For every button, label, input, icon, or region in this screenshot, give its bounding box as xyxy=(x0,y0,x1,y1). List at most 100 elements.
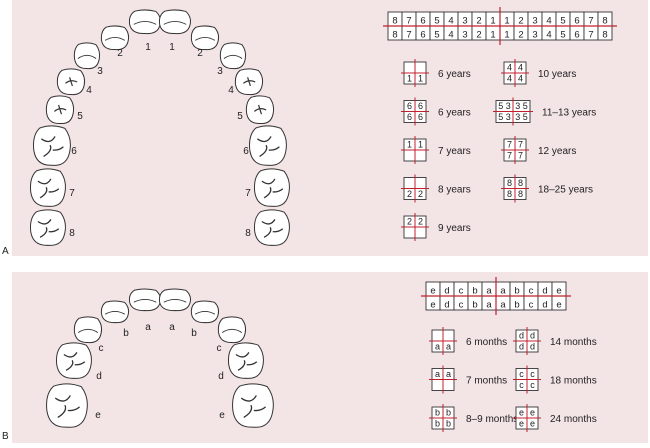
permanent-grid-label: 1 xyxy=(504,30,509,41)
permanent-right-tooth-3-label: 3 xyxy=(217,66,223,77)
permanent-right-tooth-6-fissure xyxy=(256,136,280,157)
permanent-grid-label: 8 xyxy=(602,16,607,27)
primary-col1-stage-cell-label: a xyxy=(435,369,440,379)
permanent-right-tooth-5-fissure xyxy=(254,104,267,115)
primary-grid-label: a xyxy=(486,286,492,297)
primary-left-tooth-2-label: b xyxy=(123,328,129,339)
primary-right-tooth-5-label: e xyxy=(219,410,225,421)
primary-grid-label: a xyxy=(500,300,506,311)
permanent-left-tooth-2-label: 2 xyxy=(117,48,123,59)
primary-left-tooth-4-label: d xyxy=(96,371,102,382)
permanent-col1-stage-cell xyxy=(414,226,427,239)
primary-grid-label: d xyxy=(542,300,547,311)
permanent-col2-stage-cell-label: 4 xyxy=(518,74,523,84)
permanent-grid-label: 5 xyxy=(434,16,439,27)
permanent-right-tooth-3-edge xyxy=(223,54,243,59)
panel-b-label: B xyxy=(2,431,9,442)
primary-col2-stage-cell-label: d xyxy=(519,342,524,352)
primary-right-tooth-4-label: d xyxy=(218,371,224,382)
permanent-col1-stage-cell-label: 6 xyxy=(407,101,412,111)
primary-left-tooth-4 xyxy=(55,342,92,379)
permanent-col2-stage-age: 10 years xyxy=(538,69,576,80)
primary-col2-stage-cell-label: e xyxy=(519,408,524,418)
permanent-right-tooth-1-label: 1 xyxy=(169,42,175,53)
primary-col2-stage-cell-label: d xyxy=(519,331,524,341)
permanent-grid-label: 7 xyxy=(588,30,593,41)
permanent-col1-stage-cell xyxy=(403,61,416,74)
permanent-grid-label: 2 xyxy=(518,16,523,27)
permanent-col1-stage-cell xyxy=(414,177,427,189)
permanent-left-tooth-6-label: 6 xyxy=(71,146,77,157)
permanent-col2-stage-cell-label: 7 xyxy=(518,151,523,161)
permanent-col2-stage-cell-label: 8 xyxy=(518,178,523,188)
primary-grid-label: b xyxy=(514,300,519,311)
permanent-col2-stage-age: 12 years xyxy=(538,146,576,157)
permanent-left-tooth-6-fissure xyxy=(40,136,64,157)
permanent-left-tooth-3-edge xyxy=(77,54,97,59)
permanent-grid-label: 4 xyxy=(448,30,453,41)
permanent-right-tooth-4-fissure xyxy=(243,77,256,87)
permanent-grid-label: 2 xyxy=(476,16,481,27)
primary-col2-stage-age: 18 months xyxy=(550,376,597,387)
primary-col1-stage-cell-label: a xyxy=(435,342,440,352)
primary-col2-stage-cell-label: d xyxy=(530,342,535,352)
permanent-col1-stage-cell xyxy=(403,177,416,189)
primary-left-tooth-3-edge xyxy=(77,328,99,333)
permanent-col1-stage-age: 6 years xyxy=(438,108,471,119)
permanent-col1-stage-cell-label: 6 xyxy=(418,101,423,111)
permanent-left-tooth-3-label: 3 xyxy=(97,66,103,77)
permanent-grid-label: 7 xyxy=(588,16,593,27)
primary-grid-label: c xyxy=(459,300,464,311)
permanent-left-tooth-8-fissure xyxy=(37,219,60,238)
primary-col1-stage-cell-label: b xyxy=(446,419,451,429)
permanent-left-tooth-4-fissure xyxy=(65,77,78,87)
primary-col2-stage-cell-label: c xyxy=(519,369,524,379)
permanent-col1-stage-age: 6 years xyxy=(438,69,471,80)
permanent-grid-label: 6 xyxy=(420,16,425,27)
permanent-col1-stage-cell-label: 2 xyxy=(418,217,423,227)
primary-col1-stage-cell-label: b xyxy=(435,419,440,429)
permanent-right-tooth-5-label: 5 xyxy=(237,111,243,122)
primary-left-tooth-2-edge xyxy=(104,311,126,315)
permanent-left-tooth-8-label: 8 xyxy=(69,228,75,239)
permanent-col1-stage-cell xyxy=(403,226,416,239)
permanent-left-tooth-8 xyxy=(29,209,66,246)
primary-grid-label: c xyxy=(529,286,534,297)
permanent-col2-stage-cell-label: 8 xyxy=(507,189,512,199)
panel-a-label: A xyxy=(2,246,9,257)
primary-grid-label: a xyxy=(500,286,506,297)
permanent-left-tooth-7-fissure xyxy=(37,178,60,199)
primary-col1-stage-age: 8–9 months xyxy=(466,414,518,425)
permanent-grid-label: 8 xyxy=(392,16,397,27)
permanent-col1-stage-cell-label: 1 xyxy=(407,74,412,84)
permanent-col2-stage-cell-label: 3 5 xyxy=(515,101,528,111)
permanent-col1-stage-cell-label: 1 xyxy=(418,74,423,84)
primary-col2-stage-age: 24 months xyxy=(550,414,597,425)
permanent-grid-label: 1 xyxy=(504,16,509,27)
primary-col2-stage-cell-label: d xyxy=(530,331,535,341)
permanent-grid-label: 4 xyxy=(546,16,551,27)
permanent-left-tooth-2-edge xyxy=(104,36,126,41)
primary-right-tooth-5-fissure xyxy=(240,395,267,418)
permanent-col1-stage-age: 9 years xyxy=(438,223,471,234)
primary-col1-stage-cell-label: a xyxy=(446,369,451,379)
permanent-col1-stage-age: 8 years xyxy=(438,185,471,196)
permanent-left-tooth-5-fissure xyxy=(54,104,67,115)
permanent-right-tooth-6-label: 6 xyxy=(243,146,249,157)
permanent-col2-stage-cell-label: 7 xyxy=(518,140,523,150)
primary-grid-label: d xyxy=(444,286,449,297)
permanent-col2-stage-cell-label: 8 xyxy=(507,178,512,188)
permanent-grid-label: 5 xyxy=(434,30,439,41)
primary-right-tooth-2-edge xyxy=(194,311,216,315)
permanent-grid-label: 2 xyxy=(476,30,481,41)
primary-grid-label: e xyxy=(556,300,561,311)
primary-right-tooth-5 xyxy=(232,383,274,428)
